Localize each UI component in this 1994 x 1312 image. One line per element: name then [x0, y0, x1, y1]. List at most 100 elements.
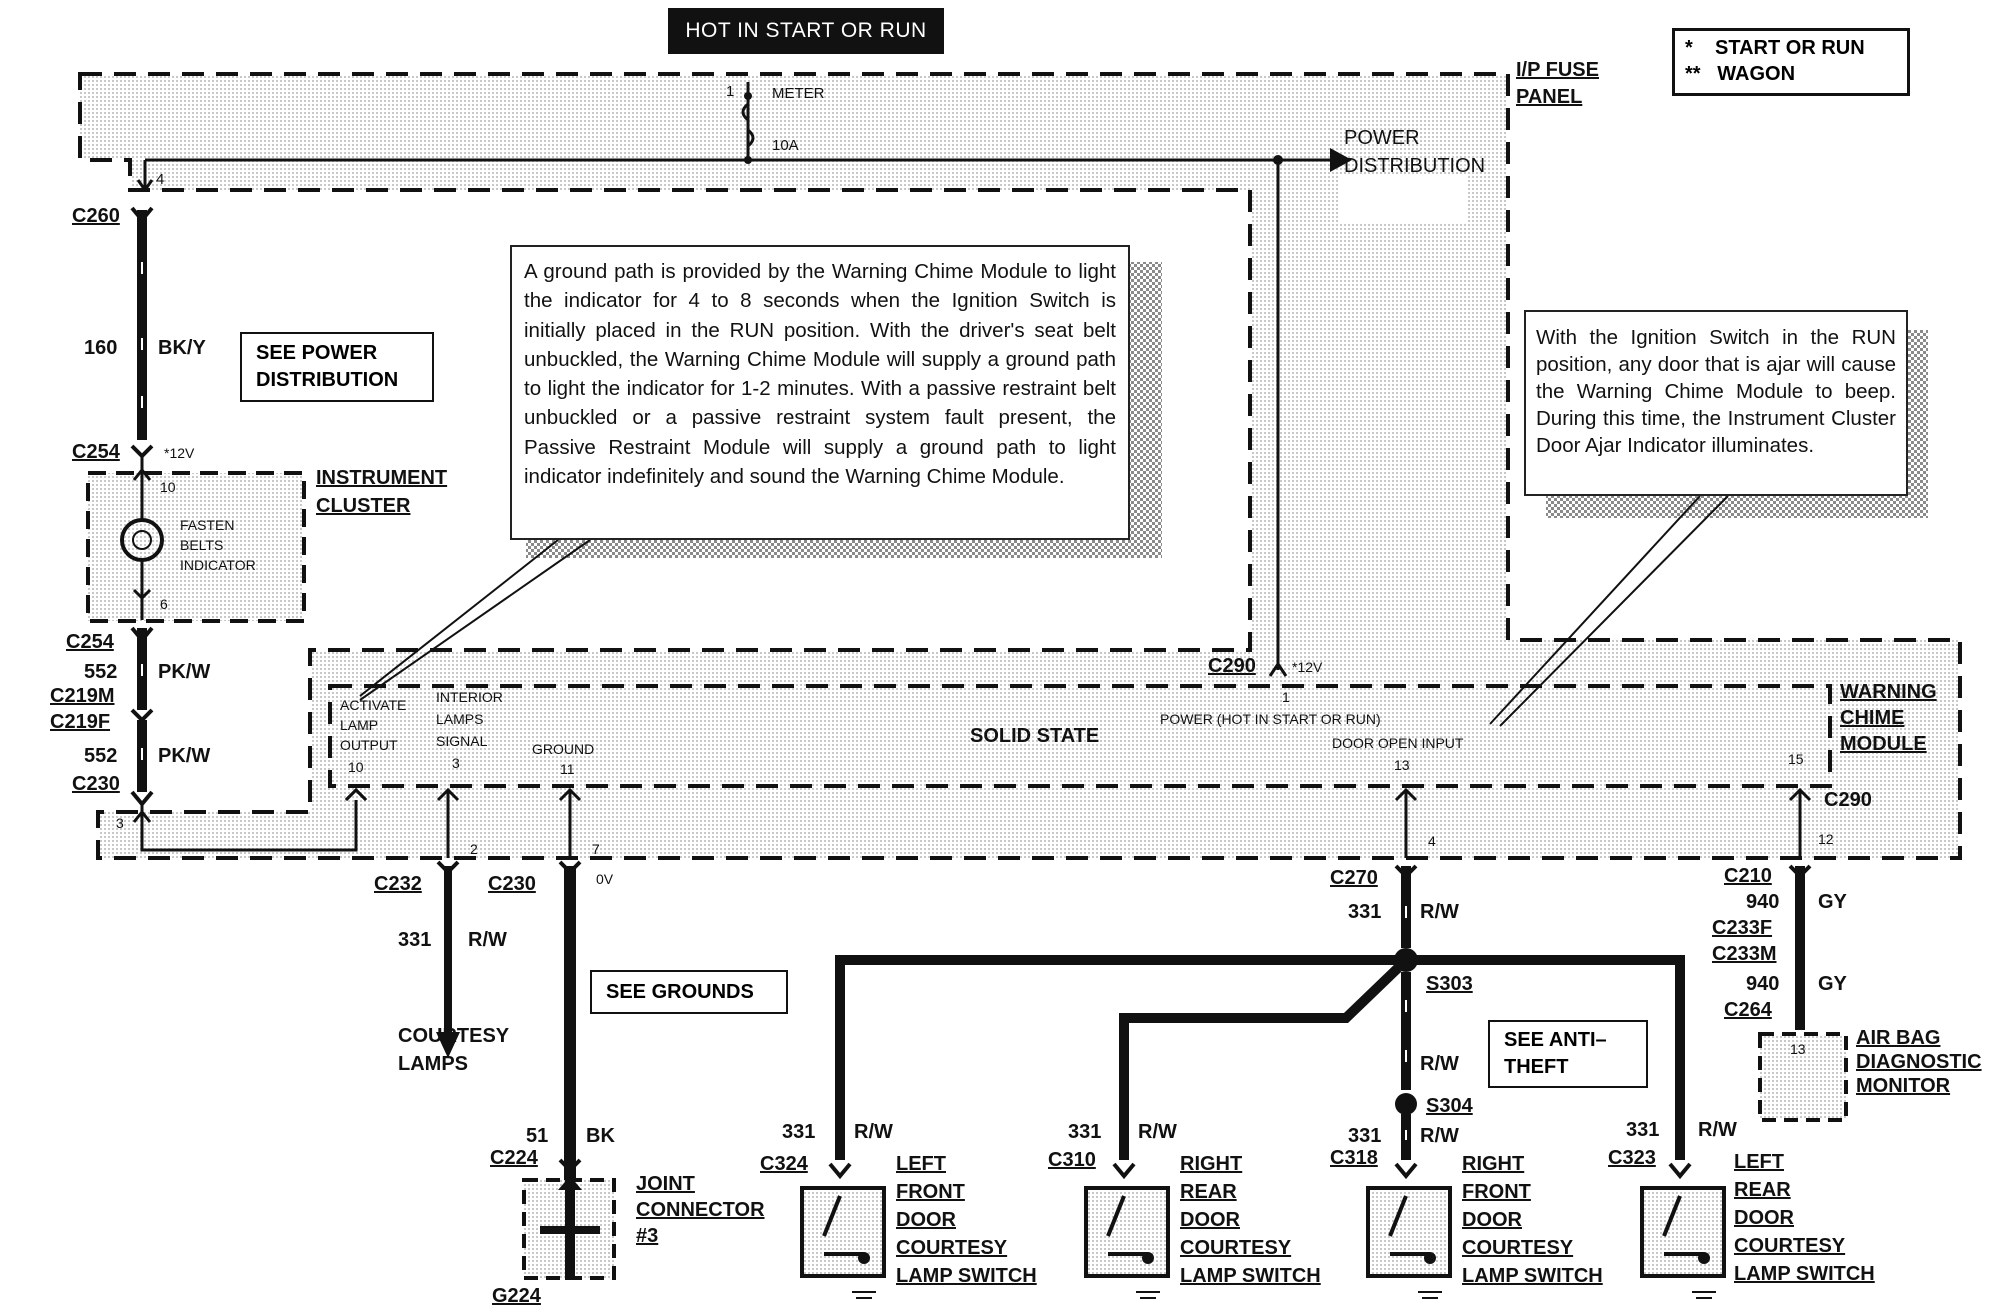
- warning-chime-module-label-2: CHIME: [1840, 707, 1905, 729]
- connector-c260: C260: [72, 205, 120, 227]
- cluster-pin-bottom: 6: [160, 596, 168, 612]
- wire-552-number-2: 552: [84, 745, 118, 767]
- connector-c219f: C219F: [50, 711, 111, 733]
- interior-label-2: LAMPS: [436, 711, 484, 727]
- rf-switch-label-5: LAMP SWITCH: [1462, 1265, 1603, 1287]
- connector-c318: C318: [1330, 1147, 1378, 1169]
- power-distribution-label: POWER: [1344, 127, 1420, 149]
- warning-chime-module-box: [328, 684, 1832, 788]
- legend-double-star: ** WAGON: [1685, 63, 1796, 85]
- connector-c232: C232: [374, 873, 422, 895]
- lf-switch-label-4: COURTESY: [896, 1237, 1008, 1259]
- power-input-label: POWER (HOT IN START OR RUN): [1160, 711, 1381, 727]
- rf-wire-number: 331: [1348, 1125, 1382, 1147]
- airbag-monitor-label-2: DIAGNOSTIC: [1856, 1051, 1982, 1073]
- joint-connector-label-2: CONNECTOR: [636, 1199, 765, 1221]
- legend: * START OR RUN ** WAGON: [1672, 28, 1910, 96]
- connector-c233m: C233M: [1712, 943, 1777, 965]
- c290-voltage: *12V: [1292, 659, 1323, 675]
- see-grounds-box[interactable]: SEE GROUNDS: [590, 970, 788, 1014]
- interior-pin: 3: [452, 755, 460, 771]
- lf-switch-label-3: DOOR: [896, 1209, 956, 1231]
- fuse-name: METER: [772, 85, 825, 102]
- indicator-label-2: BELTS: [180, 537, 224, 553]
- activate-pin: 10: [348, 759, 364, 775]
- door-open-pin: 13: [1394, 757, 1410, 773]
- connector-c270: C270: [1330, 867, 1378, 889]
- lf-wire-color: R/W: [854, 1121, 893, 1143]
- see-anti-theft-box[interactable]: SEE ANTI–THEFT: [1488, 1020, 1648, 1088]
- power-pin: 1: [1282, 689, 1290, 705]
- legend-star: * START OR RUN: [1685, 37, 1865, 59]
- rr-wire-number: 331: [1068, 1121, 1102, 1143]
- connector-c290-top: C290: [1208, 655, 1256, 677]
- fuse-pin: 1: [726, 83, 735, 100]
- lr-switch-label-2: REAR: [1734, 1179, 1791, 1201]
- rf-switch-label-1: RIGHT: [1462, 1153, 1525, 1175]
- airbag-wire-color: GY: [1818, 891, 1847, 913]
- lr-switch-label-5: LAMP SWITCH: [1734, 1263, 1875, 1285]
- wire-160-color: BK/Y: [158, 337, 206, 359]
- airbag-monitor-pin: 13: [1790, 1041, 1806, 1057]
- rr-wire-color: R/W: [1138, 1121, 1177, 1143]
- airbag-wire-color-2: GY: [1818, 973, 1847, 995]
- airbag-monitor-label: AIR BAG: [1856, 1027, 1941, 1049]
- indicator-label-3: INDICATOR: [180, 557, 256, 573]
- lf-switch-label-2: FRONT: [896, 1181, 965, 1203]
- joint-connector-label: JOINT: [636, 1173, 695, 1195]
- activate-label-3: OUTPUT: [340, 737, 398, 753]
- lf-wire-number: 331: [782, 1121, 816, 1143]
- instrument-cluster-label-2: CLUSTER: [316, 495, 411, 517]
- connector-c210: C210: [1724, 865, 1772, 887]
- c230-output-pin: 7: [592, 841, 600, 857]
- rr-switch-label-3: DOOR: [1180, 1209, 1240, 1231]
- fuse-rating: 10A: [772, 137, 799, 154]
- rf-switch-label-4: COURTESY: [1462, 1237, 1574, 1259]
- ground-wire-number: 51: [526, 1125, 549, 1147]
- airbag-wire-number: 940: [1746, 891, 1780, 913]
- connector-c264: C264: [1724, 999, 1772, 1021]
- door-wire-color: R/W: [1420, 901, 1459, 923]
- connector-c230-left: C230: [72, 773, 120, 795]
- courtesy-lamps-label-2: LAMPS: [398, 1053, 468, 1075]
- interior-label-1: INTERIOR: [436, 689, 503, 705]
- airbag-c290-pin: 12: [1818, 831, 1834, 847]
- wire-160-number: 160: [84, 337, 118, 359]
- warning-chime-module-label-3: MODULE: [1840, 733, 1927, 755]
- ground-wire-color: BK: [586, 1125, 615, 1147]
- activate-label-1: ACTIVATE: [340, 697, 407, 713]
- rf-switch-label-3: DOOR: [1462, 1209, 1522, 1231]
- c254-voltage: *12V: [164, 445, 195, 461]
- door-wire-color-2: R/W: [1420, 1053, 1459, 1075]
- lr-wire-color: R/W: [1698, 1119, 1737, 1141]
- splice-s304: S304: [1426, 1095, 1473, 1117]
- c270-pin: 4: [1428, 833, 1436, 849]
- connector-c254-top: C254: [72, 441, 120, 463]
- connector-c323: C323: [1608, 1147, 1656, 1169]
- power-distribution-label-2: DISTRIBUTION: [1344, 155, 1486, 177]
- lr-switch-label-4: COURTESY: [1734, 1235, 1846, 1257]
- cluster-pin-top: 10: [160, 479, 176, 495]
- connector-c324: C324: [760, 1153, 808, 1175]
- wire-552-number: 552: [84, 661, 118, 683]
- fuse-panel-label-2: PANEL: [1516, 86, 1583, 108]
- lr-wire-number: 331: [1626, 1119, 1660, 1141]
- solid-state-label: SOLID STATE: [970, 725, 1100, 747]
- connector-c290-right: C290: [1824, 789, 1872, 811]
- c230-pin: 3: [116, 815, 124, 831]
- connector-c230: C230: [488, 873, 536, 895]
- module-pin-15: 15: [1788, 751, 1804, 767]
- door-wire-number: 331: [1348, 901, 1382, 923]
- courtesy-wire-number: 331: [398, 929, 432, 951]
- ground-label: GROUND: [532, 741, 595, 757]
- seat-belt-note: A ground path is provided by the Warning…: [510, 245, 1130, 540]
- switch-boxes: [800, 1186, 1726, 1278]
- rr-switch-label-4: COURTESY: [1180, 1237, 1292, 1259]
- rr-switch-label-1: RIGHT: [1180, 1153, 1243, 1175]
- indicator-label-1: FASTEN: [180, 517, 235, 533]
- door-ajar-note: With the Ignition Switch in the RUN posi…: [1524, 310, 1908, 496]
- activate-label-2: LAMP: [340, 717, 379, 733]
- connector-c219m: C219M: [50, 685, 115, 707]
